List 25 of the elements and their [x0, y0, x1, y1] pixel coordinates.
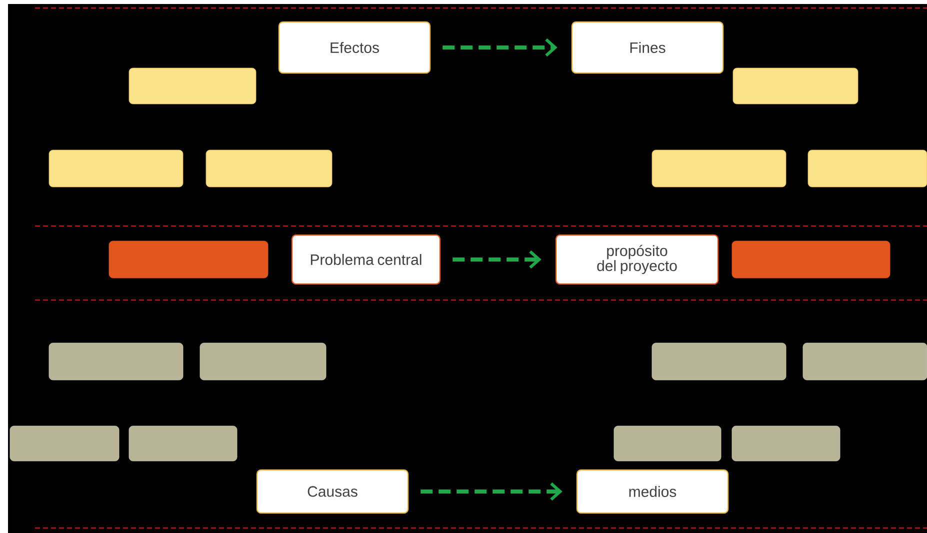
empty-box: [206, 150, 332, 188]
empty-box: [732, 426, 840, 462]
empty-box: [108, 240, 268, 278]
arrow: [452, 250, 542, 269]
arrow: [420, 482, 562, 501]
text-box: medios: [576, 469, 729, 514]
text-box: Efectos: [278, 21, 431, 74]
empty-box: [802, 342, 927, 380]
empty-box: [48, 342, 184, 380]
text-box: Causas: [256, 469, 409, 514]
text-box: propósito del proyecto: [555, 234, 719, 285]
empty-box: [128, 426, 238, 462]
empty-box: [652, 342, 786, 380]
empty-box: [200, 342, 326, 380]
empty-box: [808, 150, 927, 188]
empty-box: [48, 150, 184, 188]
text-box: Fines: [571, 21, 724, 74]
text-box: Problema central: [291, 234, 441, 285]
empty-box: [732, 240, 890, 278]
empty-box: [652, 150, 786, 188]
empty-box: [128, 68, 256, 104]
arrow: [442, 38, 558, 57]
empty-box: [614, 426, 722, 462]
empty-box: [10, 426, 120, 462]
empty-box: [732, 68, 858, 104]
